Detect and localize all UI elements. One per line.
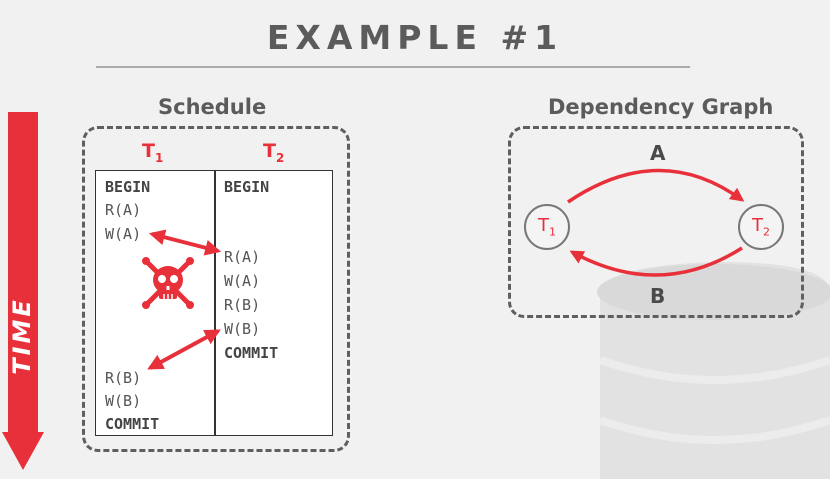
t2-op-commit: COMMIT — [224, 344, 279, 362]
edge-t1-to-t2 — [567, 168, 745, 204]
title-divider — [96, 66, 690, 68]
graph-node-t1: T1 — [524, 204, 570, 250]
edge-label-b: B — [650, 284, 666, 308]
edge-t2-to-t1 — [569, 246, 743, 277]
t2-op-read-a: R(A) — [224, 248, 261, 266]
t1-op-write-a: W(A) — [105, 225, 142, 243]
page-title: EXAMPLE #1 — [266, 18, 564, 57]
graph-node-t2: T2 — [738, 204, 784, 250]
schedule-title: Schedule — [158, 95, 267, 119]
t2-op-begin: BEGIN — [224, 178, 270, 196]
conflict-arrow-b — [147, 329, 221, 370]
t1-op-begin: BEGIN — [105, 178, 151, 196]
schedule-table — [95, 170, 333, 436]
graph-title: Dependency Graph — [548, 95, 774, 119]
t1-op-write-b: W(B) — [105, 392, 142, 410]
t2-op-write-a: W(A) — [224, 272, 261, 290]
t1-header: T1 — [142, 140, 164, 165]
t1-op-read-b: R(B) — [105, 369, 142, 387]
time-arrow-icon — [2, 112, 44, 470]
table-divider — [214, 171, 216, 435]
schedule-box — [82, 126, 350, 452]
graph-box — [508, 126, 804, 318]
skull-crossbones-icon — [142, 257, 194, 309]
t1-op-read-a: R(A) — [105, 201, 142, 219]
t1-op-commit: COMMIT — [105, 415, 160, 433]
edge-label-a: A — [650, 141, 666, 165]
t2-header: T2 — [263, 140, 285, 165]
t2-op-read-b: R(B) — [224, 296, 261, 314]
conflict-arrow-a — [148, 229, 222, 256]
t2-op-write-b: W(B) — [224, 320, 261, 338]
